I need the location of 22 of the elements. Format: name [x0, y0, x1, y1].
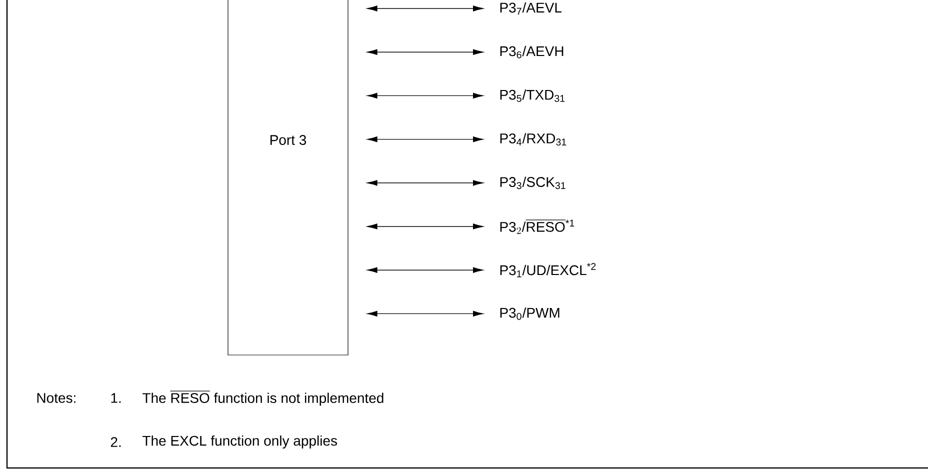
- pin-label: P3$_{0}$/PWM: [500, 308, 560, 320]
- pin-label: $\text{P3}_{2}\text{/}\overline{\text{RESO}}{}^{\text{*1}}$: [500, 220, 574, 234]
- double-arrow: [367, 49, 484, 55]
- port-box: Port 3: [228, 0, 348, 356]
- double-arrow: [367, 224, 484, 230]
- pin-label: P3$_{1}$/UD/EXCL$^{*2}$: [500, 262, 596, 278]
- double-arrow: [367, 180, 484, 186]
- double-arrow: [367, 136, 484, 142]
- note-number: 2.: [110, 437, 121, 447]
- double-arrow: [367, 6, 484, 12]
- pin-label: P3$_{4}$/RXD$_{31}$: [500, 133, 566, 146]
- notes-heading: Notes:: [37, 393, 76, 403]
- double-arrow: [367, 310, 484, 317]
- double-arrow: [367, 267, 484, 273]
- pin-label: P3$_{6}$/AEVH: [500, 46, 564, 58]
- double-arrow: [367, 92, 484, 99]
- pin-label: P3$_{3}$/SCK$_{31}$: [500, 176, 566, 190]
- note-text: The EXCL function only applies: [142, 435, 337, 448]
- pin-label: P3$_{7}$/AEVL: [500, 2, 562, 15]
- note-number: 1.: [111, 393, 121, 403]
- pin-label: P3$_{5}$/TXD$_{31}$: [500, 90, 565, 102]
- note-text: $\text{The }\overline{\text{RESO}}\text{ function is not implemented}$: [142, 391, 384, 406]
